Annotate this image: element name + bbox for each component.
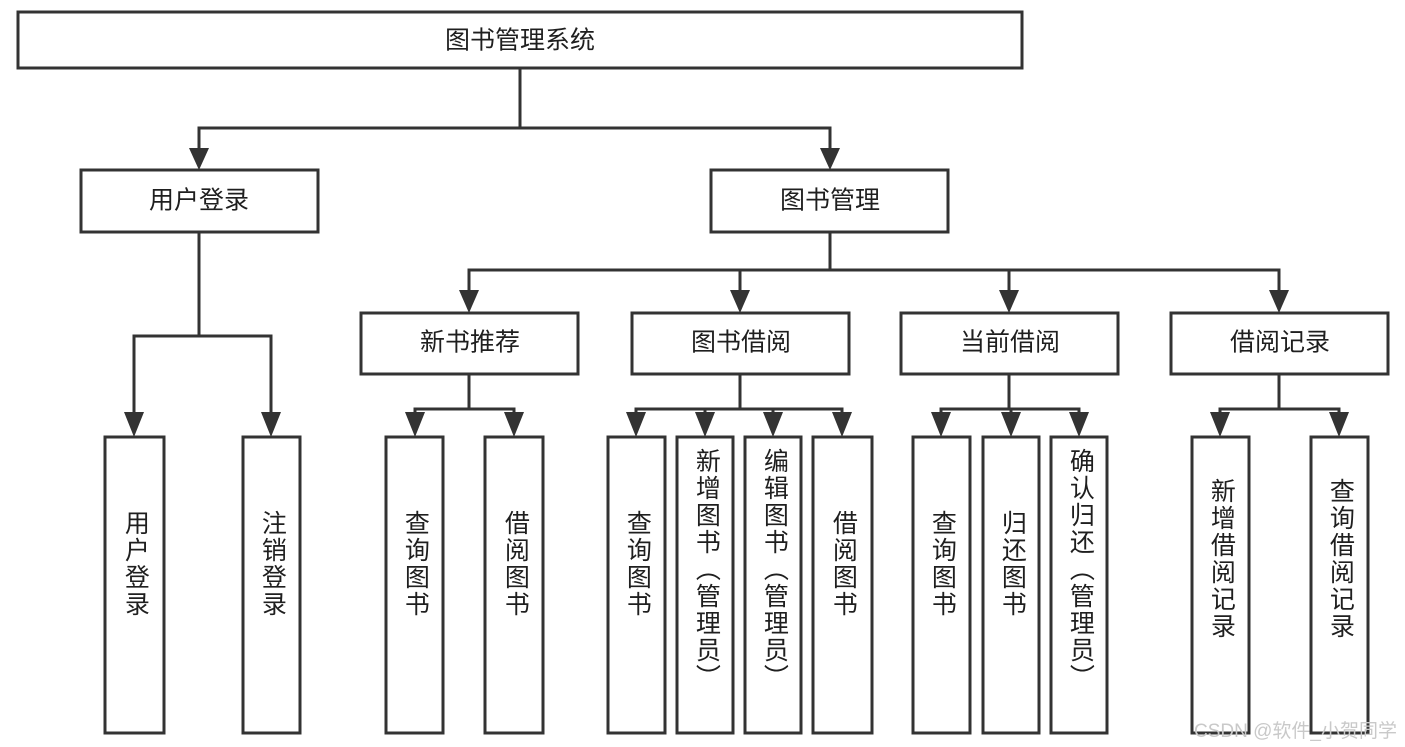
leaf-bb-edit-book[interactable]: 编辑图书（管理员） — [743, 435, 803, 735]
leaf-nbr-borrow-book-box[interactable] — [483, 435, 545, 735]
connector-group-current-borrow — [931, 372, 1089, 437]
connector-group-book-borrow — [626, 372, 852, 437]
node-borrow-record[interactable]: 借阅记录 — [1169, 311, 1390, 376]
arrow-head-book-mgmt — [820, 148, 840, 170]
arrow-head-cb-query-book — [931, 412, 951, 437]
leaf-bb-query-book-box[interactable] — [606, 435, 667, 735]
leaf-cb-confirm-return-label: 确认归还（管理员） — [1066, 448, 1095, 691]
arrow-head-leaf-user-login — [124, 412, 144, 437]
connector-group-borrow-record — [1210, 372, 1349, 437]
arrow-head-current-borrow — [999, 290, 1019, 313]
leaf-logout-label: 注销登录 — [258, 510, 287, 618]
leaf-cb-query-book-box[interactable] — [911, 435, 972, 735]
node-current-borrow-box[interactable] — [899, 311, 1120, 376]
leaf-bb-edit-book-box[interactable] — [743, 435, 803, 735]
node-book-borrow[interactable]: 图书借阅 — [630, 311, 851, 376]
leaf-br-query-record-label: 查询借阅记录 — [1326, 478, 1355, 640]
arrow-head-borrow-record — [1269, 290, 1289, 313]
arrow-head-new-book-rec — [459, 290, 479, 313]
arrow-head-cb-return-book — [1001, 412, 1021, 437]
node-root-box[interactable] — [16, 10, 1024, 70]
arrow-head-br-query-record — [1329, 412, 1349, 437]
leaf-nbr-borrow-book[interactable]: 借阅图书 — [483, 435, 545, 735]
node-book-management-label: 图书管理 — [780, 187, 880, 215]
node-user-login[interactable]: 用户登录 — [79, 168, 320, 234]
leaf-cb-query-book[interactable]: 查询图书 — [911, 435, 972, 735]
node-book-management[interactable]: 图书管理 — [709, 168, 950, 234]
connector-group-new-book-rec — [405, 372, 524, 437]
leaf-br-add-record-label: 新增借阅记录 — [1207, 478, 1236, 640]
leaf-user-login[interactable]: 用户登录 — [103, 435, 166, 735]
leaf-bb-borrow-book-box[interactable] — [811, 435, 874, 735]
node-user-login-box[interactable] — [79, 168, 320, 234]
leaf-br-query-record-box[interactable] — [1309, 435, 1370, 735]
leaf-cb-return-book-label: 归还图书 — [998, 510, 1027, 618]
node-new-book-recommend[interactable]: 新书推荐 — [359, 311, 580, 376]
leaf-logout-box[interactable] — [241, 435, 302, 735]
leaf-bb-query-book-label: 查询图书 — [623, 510, 652, 618]
node-borrow-record-box[interactable] — [1169, 311, 1390, 376]
connector-group-user-login — [124, 230, 281, 437]
leaf-cb-query-book-label: 查询图书 — [928, 510, 957, 618]
connector-group-root — [189, 66, 840, 170]
leaf-cb-return-book[interactable]: 归还图书 — [981, 435, 1041, 735]
node-book-management-box[interactable] — [709, 168, 950, 234]
leaf-bb-edit-book-label: 编辑图书（管理员） — [760, 448, 789, 691]
node-user-login-label: 用户登录 — [149, 187, 249, 215]
leaf-br-query-record[interactable]: 查询借阅记录 — [1309, 435, 1370, 735]
node-current-borrow[interactable]: 当前借阅 — [899, 311, 1120, 376]
leaf-cb-confirm-return-box[interactable] — [1049, 435, 1109, 735]
node-borrow-record-label: 借阅记录 — [1230, 329, 1330, 357]
arrow-head-bb-borrow-book — [832, 412, 852, 437]
connector-group-book-mgmt — [459, 230, 1289, 313]
arrow-head-user-login — [189, 148, 209, 170]
leaf-bb-borrow-book-label: 借阅图书 — [829, 510, 858, 618]
leaf-nbr-query-book[interactable]: 查询图书 — [384, 435, 445, 735]
leaf-nbr-query-book-label: 查询图书 — [401, 510, 430, 618]
arrow-head-nbr-query-book — [405, 412, 425, 437]
leaf-cb-confirm-return[interactable]: 确认归还（管理员） — [1049, 435, 1109, 735]
leaf-cb-return-book-box[interactable] — [981, 435, 1041, 735]
node-root-label: 图书管理系统 — [445, 27, 595, 55]
leaf-nbr-query-book-box[interactable] — [384, 435, 445, 735]
arrow-head-nbr-borrow-book — [504, 412, 524, 437]
arrow-head-book-borrow — [730, 290, 750, 313]
leaf-bb-add-book-box[interactable] — [675, 435, 735, 735]
leaf-br-add-record-box[interactable] — [1190, 435, 1251, 735]
node-current-borrow-label: 当前借阅 — [960, 329, 1060, 357]
node-book-borrow-box[interactable] — [630, 311, 851, 376]
arrow-head-bb-query-book — [626, 412, 646, 437]
arrow-head-leaf-logout — [261, 412, 281, 437]
leaf-user-login-label: 用户登录 — [121, 510, 150, 618]
leaf-bb-add-book[interactable]: 新增图书（管理员） — [675, 435, 735, 735]
leaf-user-login-box[interactable] — [103, 435, 166, 735]
node-root[interactable]: 图书管理系统 — [16, 10, 1024, 70]
node-new-book-recommend-label: 新书推荐 — [420, 329, 520, 357]
leaf-logout[interactable]: 注销登录 — [241, 435, 302, 735]
leaf-bb-add-book-label: 新增图书（管理员） — [692, 448, 721, 691]
arrow-head-cb-confirm-return — [1069, 412, 1089, 437]
leaf-br-add-record[interactable]: 新增借阅记录 — [1190, 435, 1251, 735]
node-book-borrow-label: 图书借阅 — [691, 329, 791, 357]
node-new-book-recommend-box[interactable] — [359, 311, 580, 376]
leaf-bb-borrow-book[interactable]: 借阅图书 — [811, 435, 874, 735]
arrow-head-bb-add-book — [695, 412, 715, 437]
leaf-bb-query-book[interactable]: 查询图书 — [606, 435, 667, 735]
leaf-nbr-borrow-book-label: 借阅图书 — [501, 510, 530, 618]
arrow-head-bb-edit-book — [763, 412, 783, 437]
arrow-head-br-add-record — [1210, 412, 1230, 437]
